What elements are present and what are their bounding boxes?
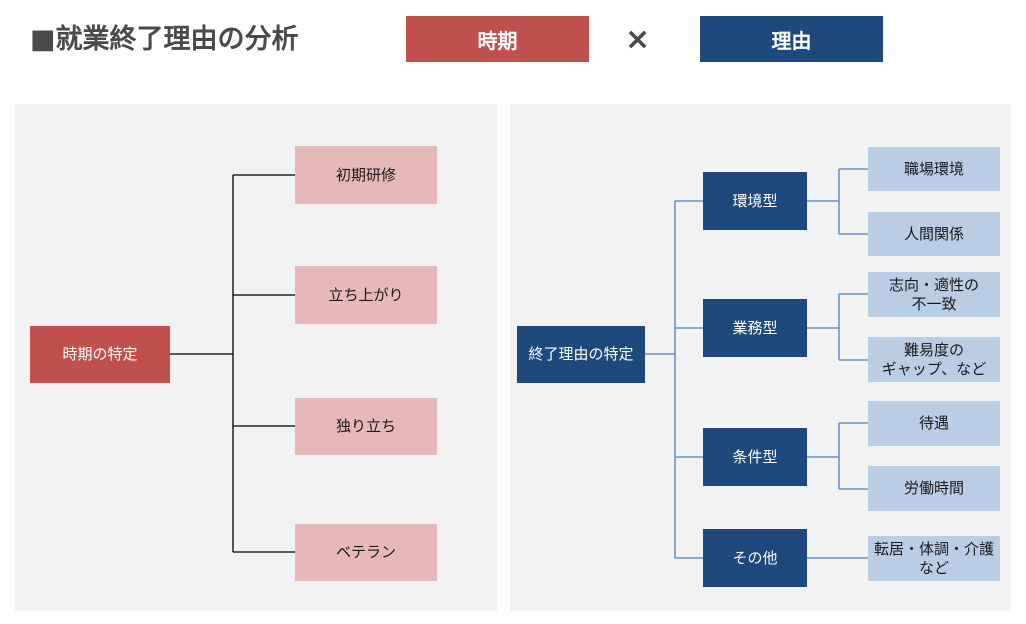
period-node: ベテラン: [295, 524, 437, 581]
times-icon: ×: [625, 22, 651, 57]
reason-tag: 理由: [700, 16, 883, 62]
reason-detail-node: 人間関係: [868, 212, 1000, 256]
period-node: 独り立ち: [295, 398, 437, 455]
reason-category-node: その他: [703, 529, 807, 587]
page-title: ■就業終了理由の分析: [30, 24, 299, 55]
reason-root-node: 終了理由の特定: [517, 326, 645, 383]
period-root-node: 時期の特定: [30, 326, 170, 383]
period-tag: 時期: [406, 16, 589, 62]
reason-detail-node: 待遇: [868, 401, 1000, 446]
reason-category-node: 条件型: [703, 428, 807, 486]
reason-detail-node: 職場環境: [868, 147, 1000, 191]
reason-detail-node: 志向・適性の 不一致: [868, 272, 1000, 317]
reason-category-node: 環境型: [703, 172, 807, 230]
reason-detail-node: 労働時間: [868, 466, 1000, 511]
period-node: 立ち上がり: [295, 266, 437, 324]
reason-detail-node: 難易度の ギャップ、など: [868, 337, 1000, 382]
reason-detail-node: 転居・体調・介護 など: [868, 536, 1000, 581]
period-node: 初期研修: [295, 146, 437, 204]
reason-category-node: 業務型: [703, 299, 807, 357]
